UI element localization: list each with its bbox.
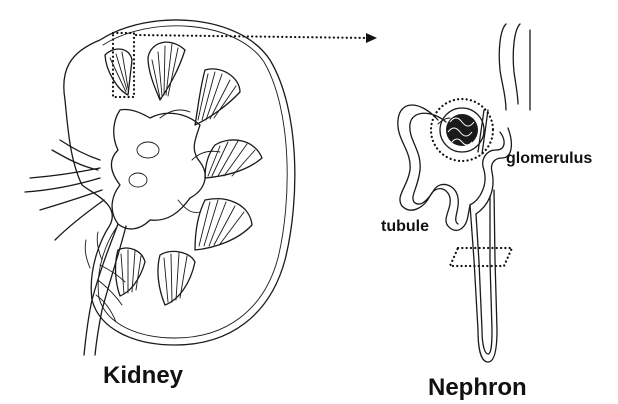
pyramid-bottom	[158, 251, 195, 305]
glomerulus-label: glomerulus	[506, 150, 592, 168]
distal-tubule	[470, 128, 511, 214]
renal-pelvis	[111, 109, 205, 228]
loop-of-henle	[470, 190, 497, 362]
pyramid-upper-right	[195, 69, 240, 125]
collecting-duct	[499, 24, 530, 110]
renal-vessels	[25, 140, 104, 240]
nephron-title: Nephron	[428, 374, 527, 402]
pyramid-right	[205, 140, 262, 178]
kidney-illustration	[25, 20, 295, 355]
glomerulus-tuft	[438, 108, 488, 154]
pyramid-top-left	[105, 49, 132, 95]
zoom-arrow-line	[136, 35, 368, 38]
pelvis-chamber	[137, 142, 159, 158]
kidney-title: Kidney	[103, 362, 183, 390]
pelvis-chamber	[129, 173, 147, 187]
nephron-illustration	[398, 24, 530, 362]
pyramid-lower-right	[195, 199, 252, 250]
pyramid-top	[148, 42, 185, 100]
zoom-arrow-head	[366, 33, 377, 43]
kidney-outline-inner	[98, 26, 287, 338]
pyramid-bottom-left	[116, 248, 145, 296]
tubule-label: tubule	[381, 218, 429, 236]
tubule-highlight	[450, 248, 512, 266]
ureter	[84, 224, 126, 355]
